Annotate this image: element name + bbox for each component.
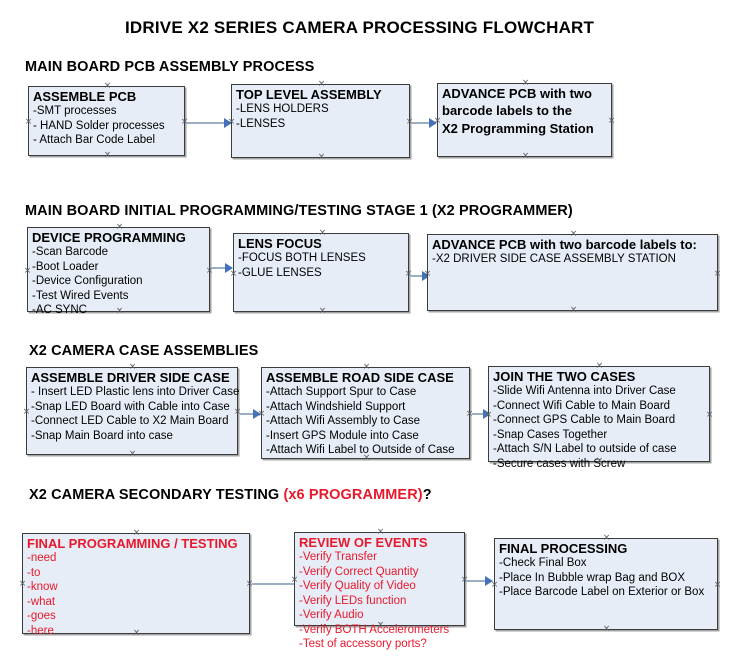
box-heading: ASSEMBLE DRIVER SIDE CASE — [31, 370, 230, 385]
connector-device-programming-to-lens-focus — [212, 262, 233, 273]
box-line: -Place In Bubble wrap Bag and BOX — [499, 571, 686, 584]
box-line: -Connect Wifi Cable to Main Board — [493, 399, 671, 412]
box-line: -Check Final Box — [499, 557, 587, 570]
box-heading: DEVICE PROGRAMMING — [32, 230, 186, 245]
box-assemble-driver-side-case[interactable]: ASSEMBLE DRIVER SIDE CASE - Insert LED P… — [26, 367, 240, 455]
box-line: -Attach Support Spur to Case — [266, 386, 417, 399]
section-heading-main-board-initial-programming: MAIN BOARD INITIAL PROGRAMMING/TESTING S… — [25, 203, 573, 219]
box-line: -Boot Loader — [32, 260, 99, 273]
handle-bottom[interactable] — [128, 450, 137, 459]
box-line: -Snap Cases Together — [493, 428, 608, 441]
section-heading-accent: (x6 PROGRAMMER) — [283, 487, 423, 503]
box-lens-focus[interactable]: LENS FOCUS -FOCUS BOTH LENSES -GLUE LENS… — [233, 233, 409, 312]
section-heading-main-board-pcb-assembly: MAIN BOARD PCB ASSEMBLY PROCESS — [25, 59, 315, 75]
page-title: IDRIVE X2 SERIES CAMERA PROCESSING FLOWC… — [125, 18, 595, 37]
box-line: -Connect GPS Cable to Main Board — [493, 414, 676, 427]
handle-right[interactable] — [713, 270, 722, 279]
box-heading: TOP LEVEL ASSEMBLY — [236, 87, 382, 102]
box-device-programming[interactable]: DEVICE PROGRAMMING -Scan Barcode -Boot L… — [27, 227, 210, 316]
box-line: -LENS HOLDERS — [236, 103, 329, 116]
box-line: -Place Barcode Label on Exterior or Box — [499, 586, 705, 599]
box-line: -to — [27, 566, 41, 579]
connector-driver-side-to-road-side — [240, 408, 261, 419]
box-heading: FINAL PROGRAMMING / TESTING — [27, 536, 238, 551]
box-line: -what — [27, 595, 56, 608]
box-assemble-pcb[interactable]: ASSEMBLE PCB -SMT processes - HAND Solde… — [28, 86, 185, 156]
box-line: - Insert LED Plastic lens into Driver Ca… — [31, 386, 240, 399]
box-heading: JOIN THE TWO CASES — [493, 369, 636, 384]
box-line: -Snap Main Board into case — [31, 429, 173, 442]
box-line: -need — [27, 552, 57, 565]
box-line: -Verify Transfer — [299, 551, 377, 564]
box-line: -Insert GPS Module into Case — [266, 429, 419, 442]
box-line: -Slide Wifi Antenna into Driver Case — [493, 385, 676, 398]
box-heading: ASSEMBLE PCB — [33, 89, 137, 104]
box-line: -Secure cases with Screw — [493, 457, 626, 470]
box-line: -Connect LED Cable to X2 Main Board — [31, 415, 229, 428]
box-line: - HAND Solder processes — [33, 119, 165, 132]
box-line: -GLUE LENSES — [238, 266, 322, 279]
box-advance-pcb-programming-station[interactable]: ADVANCE PCB with two barcode labels to t… — [437, 83, 612, 157]
box-final-programming-testing[interactable]: FINAL PROGRAMMING / TESTING -need -to -k… — [22, 533, 250, 637]
box-heading: REVIEW OF EVENTS — [299, 535, 428, 550]
box-final-processing[interactable]: FINAL PROCESSING -Check Final Box -Place… — [494, 538, 718, 630]
box-line: -Verify Correct Quantity — [299, 565, 419, 578]
box-line: -LENSES — [236, 117, 286, 130]
connector-assemble-pcb-to-top-level-assembly — [187, 117, 232, 128]
box-line: -FOCUS BOTH LENSES — [238, 252, 366, 265]
box-line: -Scan Barcode — [32, 246, 109, 259]
box-line: -Verify BOTH Accelerometers — [299, 623, 450, 636]
box-line: -Attach Wifi Label to Outside of Case — [266, 444, 455, 457]
box-join-the-two-cases[interactable]: JOIN THE TWO CASES -Slide Wifi Antenna i… — [488, 366, 710, 470]
box-line: -Attach Windshield Support — [266, 400, 406, 413]
box-line: -Attach Wifi Assembly to Case — [266, 415, 421, 428]
box-line: -here — [27, 624, 54, 637]
box-line: -Device Configuration — [32, 275, 143, 288]
box-line: -goes — [27, 610, 56, 623]
connector-top-level-assembly-to-advance-pcb — [412, 117, 437, 128]
box-line: -Verify Audio — [299, 609, 364, 622]
section-heading-x2-camera-secondary-testing: X2 CAMERA SECONDARY TESTING (x6 PROGRAMM… — [29, 487, 432, 503]
handle-bottom[interactable] — [569, 306, 578, 315]
box-line: -Snap LED Board with Cable into Case — [31, 400, 230, 413]
box-assemble-road-side-case[interactable]: ASSEMBLE ROAD SIDE CASE -Attach Support … — [261, 367, 470, 459]
box-review-of-events[interactable]: REVIEW OF EVENTS -Verify Transfer -Verif… — [294, 532, 465, 650]
handle-bottom[interactable] — [521, 152, 530, 161]
connector-road-side-to-join-cases — [472, 408, 491, 419]
connector-review-of-events-to-final-processing — [467, 575, 493, 586]
box-top-level-assembly[interactable]: TOP LEVEL ASSEMBLY -LENS HOLDERS -LENSES — [231, 84, 410, 158]
handle-bottom[interactable] — [318, 307, 327, 316]
box-line: -AC SYNC — [32, 304, 87, 317]
section-heading-x2-camera-case-assemblies: X2 CAMERA CASE ASSEMBLIES — [29, 343, 259, 359]
box-heading: LENS FOCUS — [238, 236, 322, 251]
box-heading: FINAL PROCESSING — [499, 541, 628, 556]
handle-bottom[interactable] — [317, 153, 326, 162]
box-line: -Verify Quality of Video — [299, 580, 416, 593]
box-line: -Test Wired Events — [32, 289, 129, 302]
box-line: -X2 DRIVER SIDE CASE ASSEMBLY STATION — [432, 253, 676, 266]
box-heading: ADVANCE PCB with two — [442, 86, 592, 101]
section-heading-suffix: ? — [422, 487, 432, 503]
box-heading: ASSEMBLE ROAD SIDE CASE — [266, 370, 454, 385]
box-line-overflow: -Test of accessory ports? — [299, 638, 427, 651]
box-line: -know — [27, 581, 58, 594]
box-line: X2 Programming Station — [442, 120, 594, 136]
connector-final-programming-to-review-of-events — [252, 582, 294, 585]
section-heading-text: X2 CAMERA SECONDARY TESTING — [29, 487, 284, 503]
handle-bottom[interactable] — [602, 625, 611, 634]
box-heading: ADVANCE PCB with two barcode labels to: — [432, 237, 697, 252]
box-line: - Attach Bar Code Label — [33, 134, 156, 147]
box-line: barcode labels to the — [442, 103, 573, 119]
box-line: -SMT processes — [33, 105, 117, 118]
box-line: -Attach S/N Label to outside of case — [493, 443, 677, 456]
handle-bottom[interactable] — [103, 151, 112, 160]
connector-lens-focus-to-advance-pcb — [411, 270, 430, 281]
box-line: -Verify LEDs function — [299, 594, 407, 607]
box-advance-pcb-driver-side-case[interactable]: ADVANCE PCB with two barcode labels to: … — [427, 234, 718, 311]
